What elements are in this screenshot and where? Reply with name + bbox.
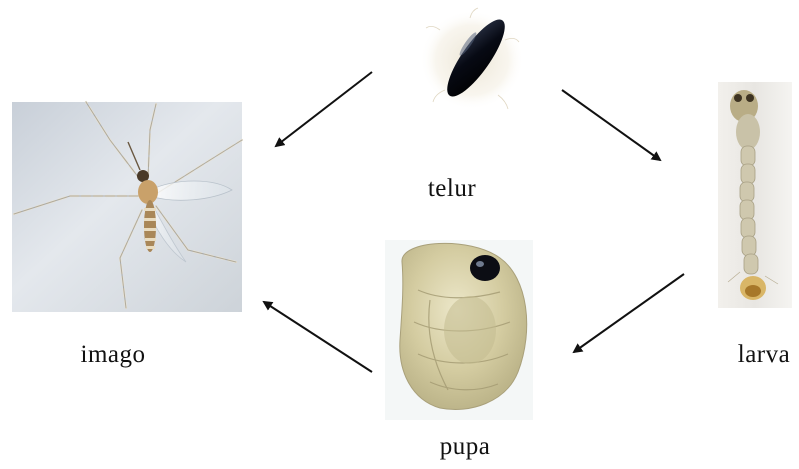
arrow-imago-to-egg	[276, 72, 372, 146]
label-adult: imago	[81, 341, 146, 368]
arrow-larva-to-pupa	[574, 274, 684, 352]
label-egg: telur	[428, 175, 476, 202]
arrow-egg-to-larva	[562, 90, 660, 160]
label-pupa: pupa	[440, 433, 491, 460]
egg-photo-icon	[420, 8, 524, 110]
label-larva: larva	[738, 341, 790, 368]
arrow-pupa-to-imago	[264, 302, 372, 372]
mosquito-photo-icon	[12, 102, 242, 312]
larva-photo-icon	[718, 82, 792, 308]
pupa-photo-icon	[385, 240, 533, 420]
